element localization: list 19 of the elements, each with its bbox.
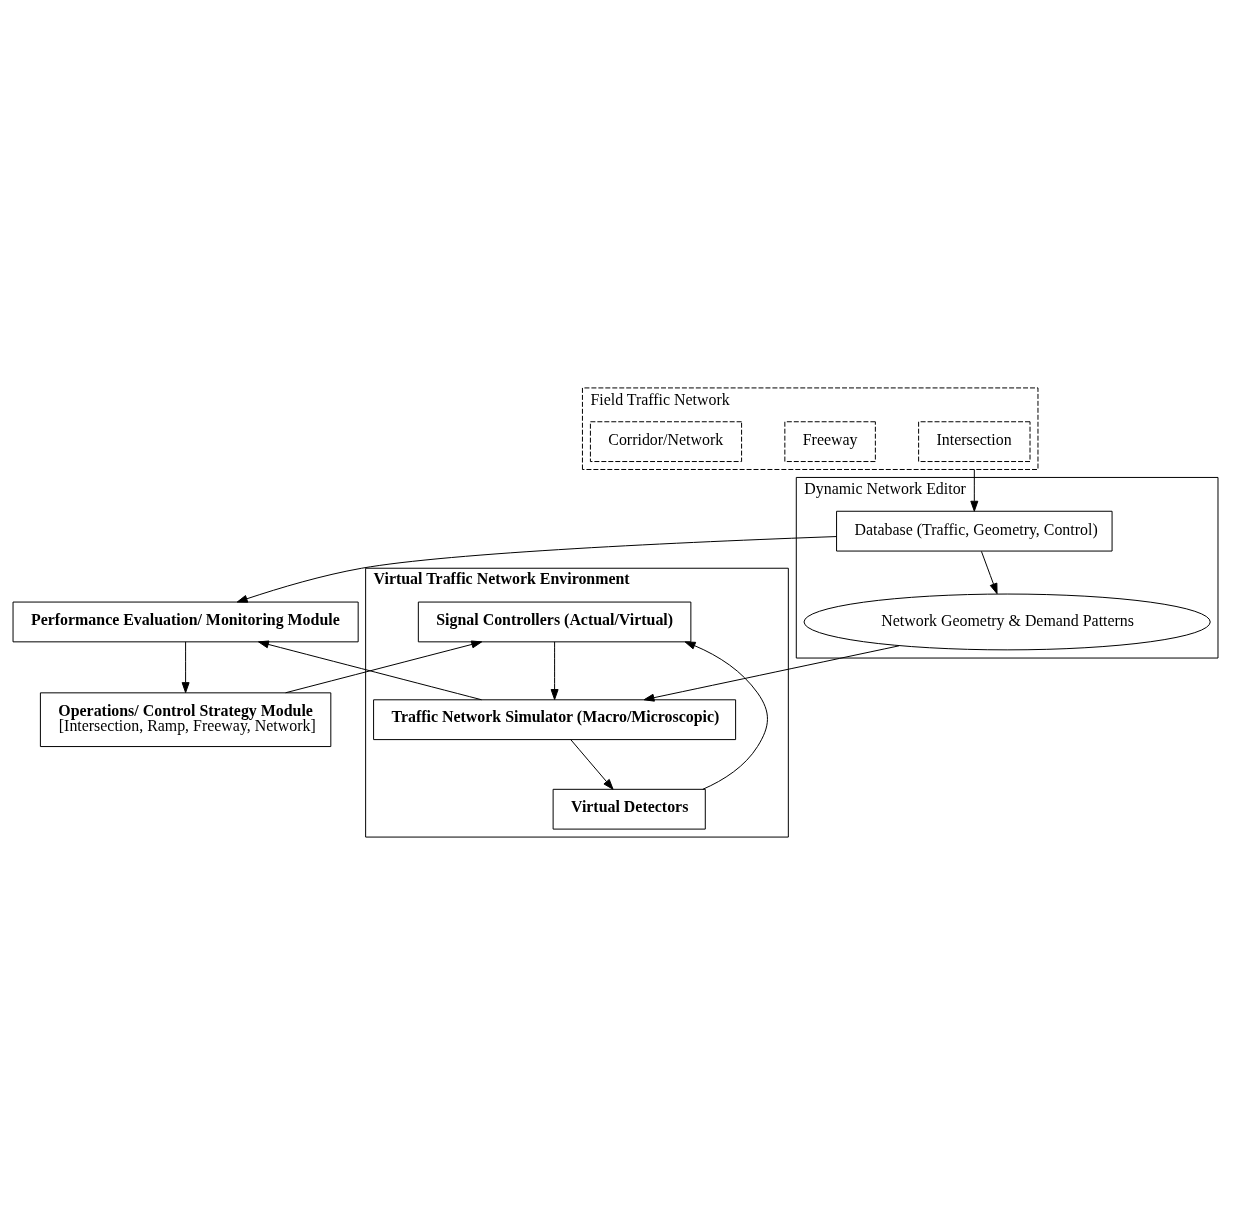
node-box: Signal Controllers (Actual/Virtual) [417, 601, 692, 643]
arrow [258, 640, 483, 701]
arrow [181, 641, 190, 694]
arrow [980, 550, 998, 595]
node-box: Database (Traffic, Geometry, Control) [836, 510, 1113, 552]
arrow [684, 641, 768, 790]
arrow [570, 739, 614, 790]
node-box: Traffic Network Simulator (Macro/Microscopic) [373, 699, 737, 741]
arrow [550, 641, 559, 700]
arrow [236, 536, 837, 603]
node-ellipse: Network Geometry & Demand Patterns [803, 593, 1211, 651]
arrow [285, 640, 483, 694]
node-box: Corridor/Network [589, 421, 743, 463]
node-box: Intersection [918, 421, 1031, 463]
arrow [970, 469, 979, 512]
node-box: Freeway [784, 421, 876, 463]
node-box: Virtual Detectors [552, 788, 706, 830]
node-box: Performance Evaluation/ Monitoring Module [12, 601, 359, 643]
node-box: Operations/ Control Strategy Module [Intersection, Ramp, Freeway, Network] [39, 692, 332, 748]
